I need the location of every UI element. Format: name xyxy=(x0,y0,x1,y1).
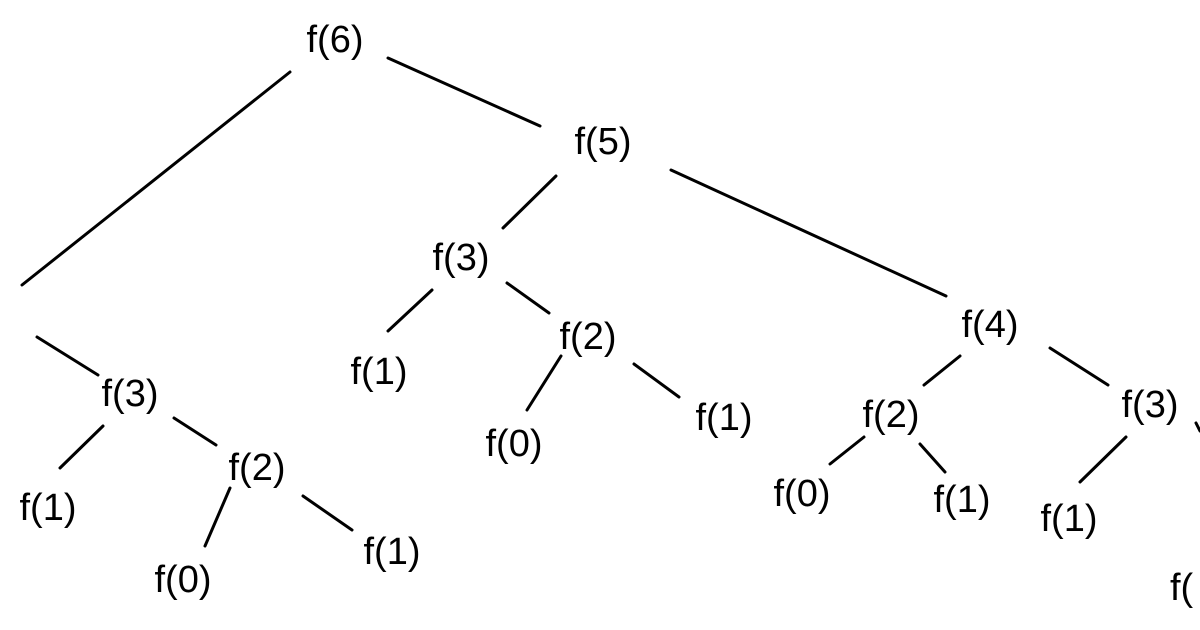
tree-edge-n5_3-to-n53_1 xyxy=(386,288,434,333)
tree-node-n532_0: f(0) xyxy=(486,423,543,465)
tree-node-n5_4: f(4) xyxy=(962,304,1019,346)
tree-edge-nL_3-to-nL3_2 xyxy=(172,416,218,447)
tree-edge-nL_3-to-nL3_1 xyxy=(58,424,105,470)
tree-edge-n54_2-to-n542_1 xyxy=(918,442,947,474)
tree-node-labels: f(6)f(5))f(3)f(4)f(1)f(2)f(0)f(1)f(2)f(3… xyxy=(0,19,1194,609)
tree-edge-nL32_0-to-nL3_2 xyxy=(203,486,232,548)
tree-edge-n53_2-to-n532_0 xyxy=(525,354,563,412)
tree-node-n542_0: f(0) xyxy=(774,473,831,515)
tree-edge-n6-to-nL xyxy=(20,70,292,287)
tree-edge-n5_3-to-n53_2 xyxy=(505,281,551,315)
tree-node-n53_2: f(2) xyxy=(560,316,617,358)
tree-node-nL3_1: f(1) xyxy=(20,487,77,529)
tree-edge-n6-to-n5 xyxy=(386,56,542,128)
tree-node-n54_3: f(3) xyxy=(1122,384,1179,426)
tree-node-n543_1: f(1) xyxy=(1041,498,1098,540)
tree-node-n5_3: f(3) xyxy=(433,237,490,279)
tree-node-n543_2: f( xyxy=(1170,567,1194,609)
tree-node-nL32_0: f(0) xyxy=(155,559,212,601)
tree-edge-n54_3-to-n543_2 xyxy=(1194,421,1200,433)
tree-node-n6: f(6) xyxy=(307,19,364,61)
tree-edge-n53_2-to-n532_1 xyxy=(632,362,681,399)
tree-edge-n5_4-to-n54_2 xyxy=(922,354,962,387)
tree-node-nL_3: f(3) xyxy=(102,373,159,415)
tree-edge-n5_4-to-n54_3 xyxy=(1048,346,1110,387)
tree-edge-n5-to-n5_4 xyxy=(669,168,948,298)
tree-node-n532_1: f(1) xyxy=(696,397,753,439)
tree-node-nL32_1: f(1) xyxy=(364,531,421,573)
tree-node-nL3_2: f(2) xyxy=(229,447,286,489)
tree-node-n5: f(5) xyxy=(575,121,632,163)
tree-edge-n54_3-to-n543_1 xyxy=(1078,435,1128,484)
tree-edge-nL-to-nL_3 xyxy=(35,335,100,377)
tree-edges xyxy=(20,56,1200,548)
tree-edge-nL3_2-to-nL32_1 xyxy=(301,494,354,532)
tree-node-n54_2: f(2) xyxy=(863,394,920,436)
tree-edge-n54_2-to-n542_0 xyxy=(828,435,866,466)
tree-node-n542_1: f(1) xyxy=(934,479,991,521)
tree-edge-n5-to-n5_3 xyxy=(501,174,558,230)
tree-node-n53_1: f(1) xyxy=(351,351,408,393)
